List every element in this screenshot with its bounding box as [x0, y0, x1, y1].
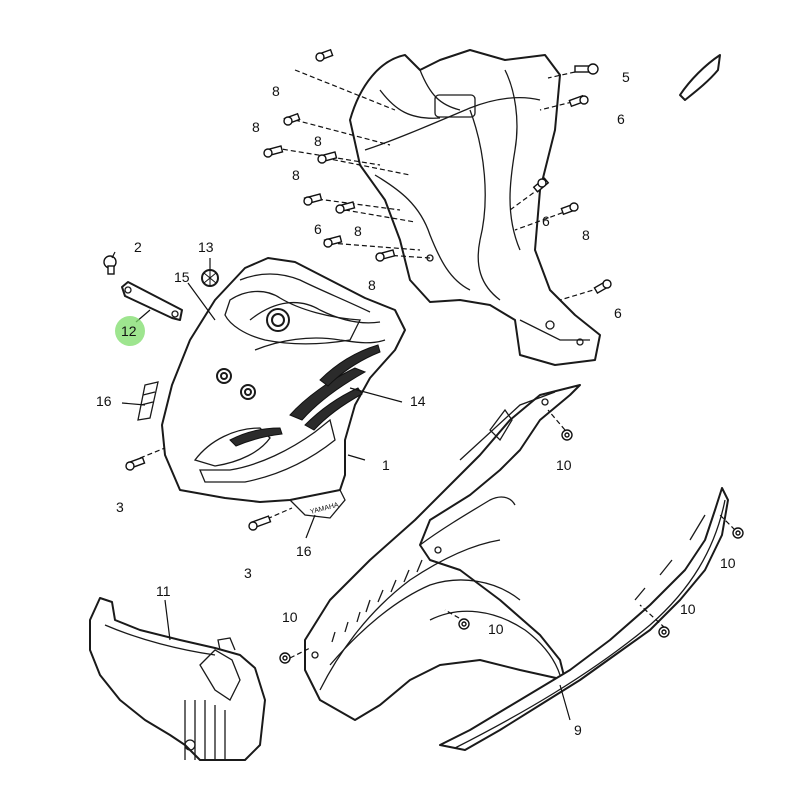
lower-leg-shield-part-11	[89, 597, 266, 761]
screw	[279, 652, 291, 664]
callout-1: 1	[382, 457, 390, 473]
bracket-12	[121, 281, 183, 321]
screw	[317, 151, 338, 164]
side-cover-right-part	[304, 384, 581, 721]
screw	[375, 249, 396, 262]
logo-text: YAMAHA	[309, 502, 339, 516]
callout-3a: 3	[116, 499, 124, 515]
grommet-nut-13	[201, 269, 219, 287]
inner-leg-shield-part	[349, 49, 601, 366]
callout-9: 9	[574, 722, 582, 738]
screws	[125, 48, 744, 664]
callout-2: 2	[134, 239, 142, 255]
callout-16a: 16	[96, 393, 112, 409]
screw	[458, 618, 470, 630]
callout-8f: 8	[368, 277, 376, 293]
callout-6c: 6	[314, 221, 322, 237]
leader-lines	[111, 69, 736, 721]
screw	[263, 145, 284, 158]
screw	[532, 177, 550, 193]
screw	[593, 279, 612, 295]
callout-6d: 6	[614, 305, 622, 321]
callout-labels: 1 2 3 3 5 6 6 6 6 6 8 8 8 8 8 8 8 9 10 1…	[96, 69, 736, 738]
callout-6a: 6	[617, 111, 625, 127]
screw	[560, 202, 579, 216]
callout-15: 15	[174, 269, 190, 285]
callout-10d: 10	[488, 621, 504, 637]
callout-11: 11	[156, 583, 171, 599]
callout-5: 5	[622, 69, 630, 85]
front-cover-part: YAMAHA	[137, 257, 406, 519]
callout-10c: 10	[680, 601, 696, 617]
callout-16b: 16	[296, 543, 312, 559]
screw-2	[103, 255, 117, 275]
side-strip-part-9	[439, 487, 729, 751]
screw	[283, 112, 301, 126]
callout-12: 12	[121, 323, 137, 339]
screw	[658, 626, 670, 638]
callout-8d: 8	[292, 167, 300, 183]
callout-8a: 8	[272, 83, 280, 99]
callout-8b: 8	[252, 119, 260, 135]
screw	[568, 94, 589, 108]
screw	[561, 429, 573, 441]
highlight-marker	[115, 316, 145, 346]
callout-13: 13	[198, 239, 214, 255]
mirror-stay-fragment	[679, 54, 721, 101]
screw	[323, 235, 343, 248]
screw	[732, 527, 744, 539]
screw	[248, 515, 272, 531]
screw	[315, 48, 334, 62]
screw	[303, 193, 323, 206]
callout-8e: 8	[354, 223, 362, 239]
callout-6b: 6	[542, 213, 550, 229]
callout-10e: 10	[282, 609, 298, 625]
callout-10a: 10	[556, 457, 572, 473]
callout-14: 14	[410, 393, 426, 409]
screw	[574, 63, 599, 75]
screw	[125, 456, 146, 471]
callout-8c: 8	[314, 133, 322, 149]
callout-8g: 8	[582, 227, 590, 243]
callout-3b: 3	[244, 565, 252, 581]
screw	[335, 201, 356, 214]
callout-10b: 10	[720, 555, 736, 571]
